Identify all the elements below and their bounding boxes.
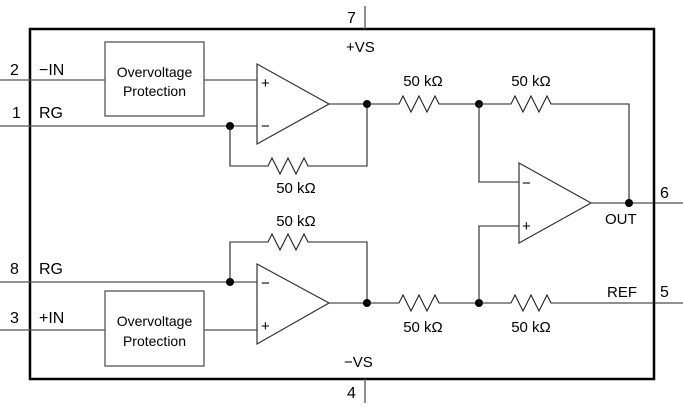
opamp-top: + −	[256, 62, 331, 146]
ovp-top-line2: Protection	[123, 83, 186, 99]
pin-7-name: +VS	[346, 39, 375, 56]
ovp-bottom-line1: Overvoltage	[117, 313, 193, 329]
pin-6-number: 6	[660, 185, 669, 202]
pin-8-number: 8	[10, 261, 19, 278]
pin-3-name: +IN	[39, 310, 64, 327]
pin-4-name: −VS	[344, 354, 373, 371]
resistor-input-bottom-label: 50 kΩ	[403, 319, 443, 336]
ovp-top-line1: Overvoltage	[117, 64, 193, 80]
pin-2-name: −IN	[39, 62, 64, 79]
resistor-feedback-top-label: 50 kΩ	[276, 180, 316, 197]
opamp-output-plus: +	[522, 218, 531, 235]
resistor-feedback-top	[229, 104, 368, 176]
resistor-input-bottom	[367, 293, 479, 313]
opamp-bottom-minus: −	[261, 275, 270, 292]
pin-1-number: 1	[12, 105, 21, 122]
resistor-ref-label: 50 kΩ	[511, 319, 551, 336]
opamp-output-minus: −	[522, 175, 531, 192]
pin-1-name: RG	[39, 105, 63, 122]
pin-3-number: 3	[10, 310, 19, 327]
node-out	[625, 199, 633, 207]
opamp-bottom-plus: +	[261, 318, 270, 335]
pin-8-name: RG	[39, 261, 63, 278]
resistor-feedback-out	[479, 94, 630, 203]
opamp-top-plus: +	[261, 75, 270, 92]
overvoltage-protection-block-top: Overvoltage Protection	[104, 41, 205, 117]
opamp-top-minus: −	[261, 118, 270, 135]
resistor-feedback-bottom	[229, 232, 368, 303]
pin-6-name: OUT	[605, 211, 637, 228]
package-outline	[28, 27, 656, 381]
resistor-input-top	[367, 94, 479, 114]
pin-7-number: 7	[347, 10, 356, 27]
resistor-input-top-label: 50 kΩ	[403, 73, 443, 90]
pin-5-number: 5	[660, 284, 669, 301]
ovp-bottom-line2: Protection	[123, 333, 186, 349]
opamp-bottom: − +	[256, 262, 331, 346]
wire-to-diff-plus	[478, 225, 519, 303]
pin-2-number: 2	[10, 62, 19, 79]
wire-to-diff-minus	[478, 104, 519, 183]
opamp-output: − +	[518, 161, 593, 245]
resistor-feedback-bottom-label: 50 kΩ	[276, 213, 316, 230]
pin-4-number: 4	[347, 385, 356, 402]
resistor-ref	[479, 293, 683, 313]
overvoltage-protection-block-bottom: Overvoltage Protection	[104, 290, 205, 367]
pin-5-name: REF	[607, 284, 637, 301]
resistor-feedback-out-label: 50 kΩ	[511, 73, 551, 90]
